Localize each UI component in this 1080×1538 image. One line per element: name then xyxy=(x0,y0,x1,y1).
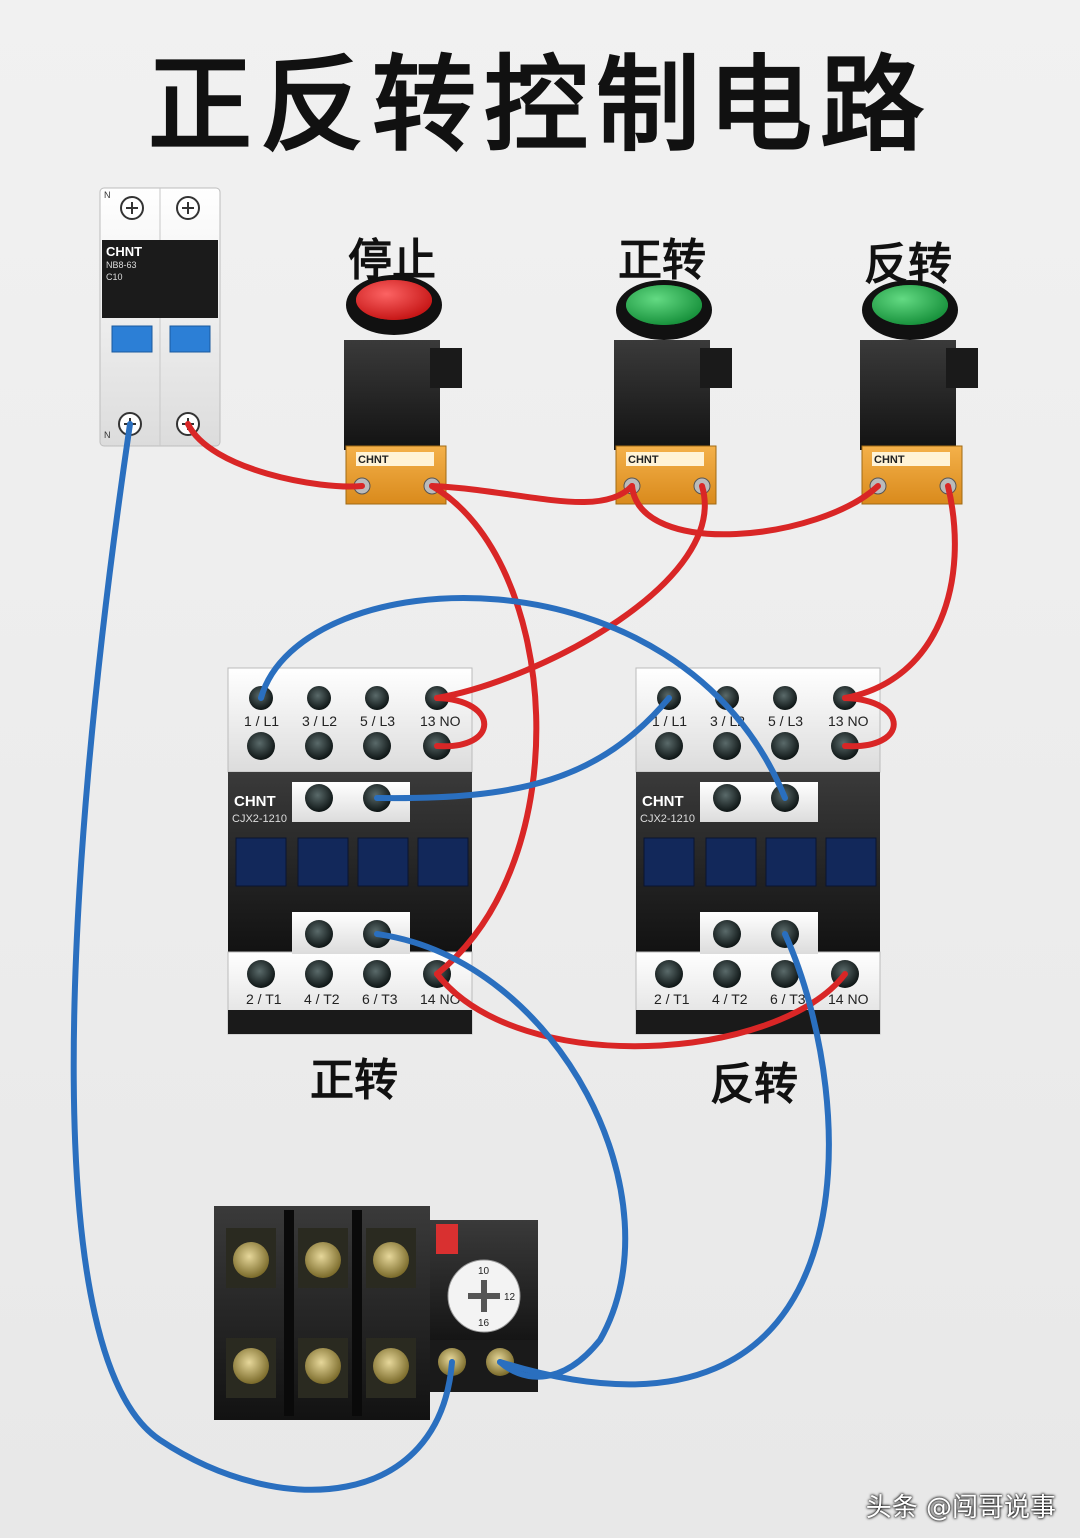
forward-contactor: CHNT CJX2-1210 1 / L1 3 / L2 5 / L3 13 N… xyxy=(227,667,473,1035)
reverse-terminal-t3: 6 / T3 xyxy=(770,991,806,1007)
forward-pushbutton[interactable]: CHNT xyxy=(614,280,732,505)
breaker-rating: C10 xyxy=(106,272,123,282)
forward-contactor-label: 正转 xyxy=(310,1055,398,1106)
diagram-title: 正反转控制电路 xyxy=(147,44,932,166)
red-wire-forward-to-reverse xyxy=(629,483,881,538)
forward-terminal-l2: 3 / L2 xyxy=(302,713,337,729)
forward-terminal-14no: 14 NO xyxy=(420,991,461,1007)
reverse-contactor: CHNT CJX2-1210 1 / L1 3 / L2 5 / L3 13 N… xyxy=(635,667,881,1035)
breaker-model: NB8-63 xyxy=(106,260,137,270)
wires xyxy=(70,421,958,1493)
forward-terminal-l1: 1 / L1 xyxy=(244,713,279,729)
reverse-terminal-14no: 14 NO xyxy=(828,991,869,1007)
red-wire-forward-to-13no xyxy=(434,483,708,701)
blue-wire-forward-l1-to-reverse-coil xyxy=(258,594,788,801)
breaker-terminal-top-label: N xyxy=(104,190,111,200)
breaker-toggle-right[interactable] xyxy=(169,325,211,353)
blue-wire-reverse-coil-to-relay xyxy=(497,931,832,1388)
reverse-button-brand: CHNT xyxy=(874,454,905,466)
circuit-breaker: CHNT NB8-63 C10 N N xyxy=(99,187,221,447)
forward-terminal-t2: 4 / T2 xyxy=(304,991,340,1007)
reverse-terminal-13no: 13 NO xyxy=(828,713,869,729)
reverse-terminal-t1: 2 / T1 xyxy=(654,991,690,1007)
red-wire-stop-to-forward-14no xyxy=(429,483,540,977)
forward-terminal-13no: 13 NO xyxy=(420,713,461,729)
forward-terminal-l3: 5 / L3 xyxy=(360,713,395,729)
breaker-toggle-left[interactable] xyxy=(111,325,153,353)
blue-wire-forward-coil-to-relay xyxy=(374,931,629,1380)
red-wire-forward-self-hold xyxy=(434,695,488,750)
reverse-pushbutton[interactable]: CHNT xyxy=(860,280,978,505)
reverse-contactor-model: CJX2-1210 xyxy=(640,813,695,825)
breaker-brand: CHNT xyxy=(106,244,142,259)
forward-contactor-brand: CHNT xyxy=(234,793,276,810)
thermal-overload-relay: 10 12 16 xyxy=(214,1206,538,1420)
dial-tick-12: 12 xyxy=(504,1292,516,1303)
forward-button-label: 正转 xyxy=(618,235,706,286)
stop-button-brand: CHNT xyxy=(358,454,389,466)
reverse-terminal-l3: 5 / L3 xyxy=(768,713,803,729)
dial-tick-16: 16 xyxy=(478,1318,490,1329)
red-wire-reverse-self-hold xyxy=(842,695,897,750)
dial-tick-10: 10 xyxy=(478,1266,490,1277)
breaker-terminal-bottom-label: N xyxy=(104,430,111,440)
blue-wire-reverse-l1-to-forward-coil xyxy=(374,695,672,802)
blue-wire-breaker-to-relay xyxy=(70,421,455,1493)
reverse-contactor-brand: CHNT xyxy=(642,793,684,810)
relay-brass-screws xyxy=(226,1228,514,1398)
watermark: 头条 @闯哥说事 xyxy=(865,1493,1056,1523)
forward-terminal-t1: 2 / T1 xyxy=(246,991,282,1007)
forward-terminal-t3: 6 / T3 xyxy=(362,991,398,1007)
red-wire-breaker-to-stop xyxy=(185,421,365,490)
forward-button-brand: CHNT xyxy=(628,454,659,466)
stop-pushbutton[interactable]: CHNT xyxy=(344,275,462,505)
reverse-terminal-t2: 4 / T2 xyxy=(712,991,748,1007)
red-wire-reverse-to-13no xyxy=(842,483,958,701)
reverse-terminal-l1: 1 / L1 xyxy=(652,713,687,729)
reverse-contactor-label: 反转 xyxy=(710,1059,798,1110)
forward-contactor-model: CJX2-1210 xyxy=(232,813,287,825)
red-wire-stop-to-forward xyxy=(429,483,635,505)
